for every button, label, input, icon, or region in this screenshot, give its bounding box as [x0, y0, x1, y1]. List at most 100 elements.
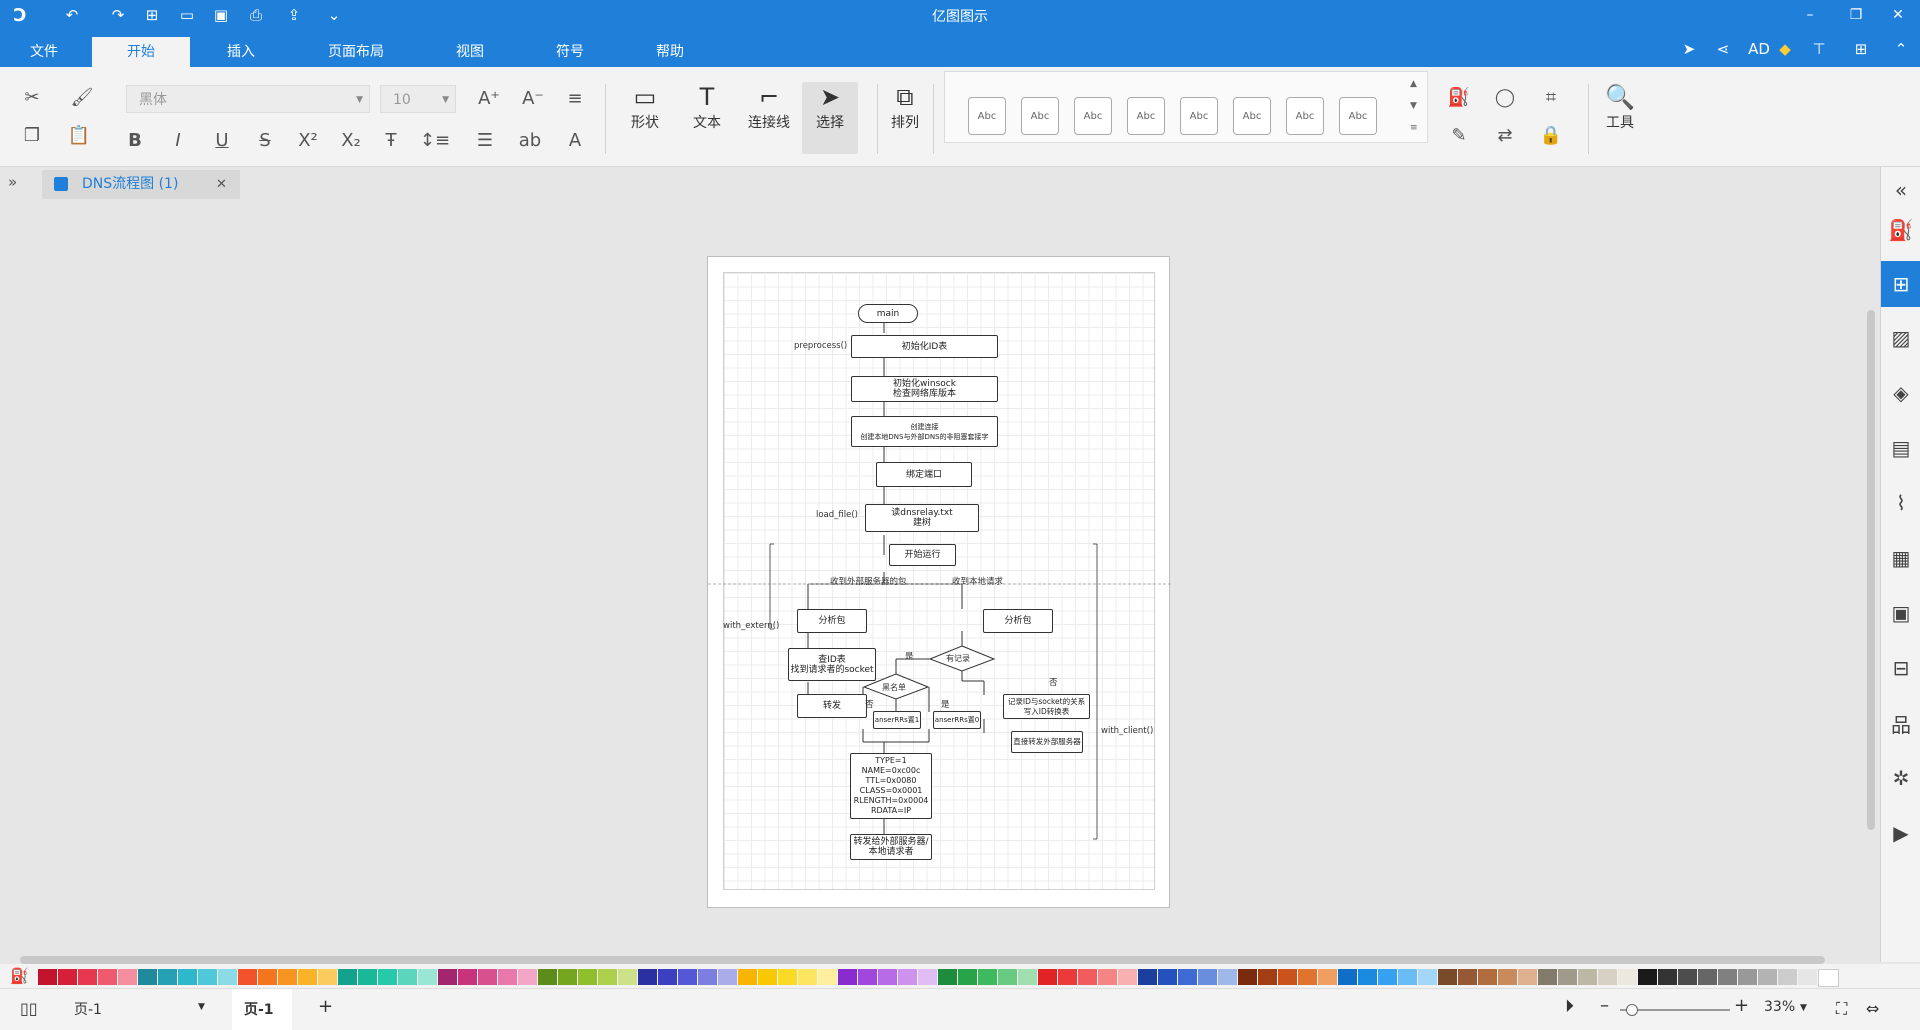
color-swatch[interactable]	[958, 969, 977, 985]
zoom-slider-handle[interactable]	[1626, 1004, 1638, 1016]
color-swatch[interactable]	[798, 969, 817, 985]
apps-grid-icon[interactable]: ⊞	[1854, 39, 1868, 58]
menu-file[interactable]: 文件	[30, 44, 58, 60]
color-swatch[interactable]	[1498, 969, 1517, 985]
table-panel-icon[interactable]: ▦	[1891, 546, 1911, 570]
record-id-node[interactable]: 记录ID与socket的关系 写入ID转换表	[1003, 694, 1090, 719]
page-select[interactable]: 页-1▼	[74, 999, 206, 1019]
line-style-icon[interactable]: ⇄	[1497, 124, 1513, 146]
open-folder-icon[interactable]: ▭	[179, 6, 195, 24]
blacklist-decision[interactable]: 黑名单	[882, 683, 906, 692]
color-swatch[interactable]	[1778, 969, 1797, 985]
read-file-node[interactable]: 读dnsrelay.txt 建树	[865, 504, 979, 532]
color-swatch[interactable]	[1438, 969, 1457, 985]
symbols-panel-icon[interactable]: ⊞	[1881, 261, 1920, 307]
menu-help[interactable]: 帮助	[656, 44, 684, 60]
gallery-scroll-icon[interactable]: ▲▼≡	[1410, 79, 1418, 133]
redo-icon[interactable]: ↷	[111, 6, 125, 24]
color-swatch[interactable]	[1418, 969, 1437, 985]
color-swatch[interactable]	[318, 969, 337, 985]
color-swatch[interactable]	[438, 969, 457, 985]
color-swatch[interactable]	[1738, 969, 1757, 985]
color-swatch[interactable]	[1298, 969, 1317, 985]
paste-icon[interactable]: 📋	[67, 124, 91, 146]
style-preset[interactable]: Abc	[1180, 97, 1218, 135]
menu-home[interactable]: 开始	[92, 37, 190, 67]
color-swatch[interactable]	[238, 969, 257, 985]
color-swatch[interactable]	[1218, 969, 1237, 985]
init-id-table-node[interactable]: 初始化ID表	[851, 335, 998, 358]
color-swatch[interactable]	[738, 969, 757, 985]
export-icon[interactable]: ⇪	[287, 6, 301, 24]
page-panel-icon[interactable]: ▤	[1891, 436, 1911, 460]
color-swatch[interactable]	[138, 969, 157, 985]
color-swatch[interactable]	[678, 969, 697, 985]
color-swatch[interactable]	[1518, 969, 1537, 985]
mindmap-panel-icon[interactable]: ✲	[1892, 766, 1910, 790]
subscript-icon[interactable]: X₂	[341, 129, 361, 151]
color-swatch[interactable]	[658, 969, 677, 985]
tools-menu[interactable]: 🔍工具	[1592, 82, 1648, 132]
zoom-slider[interactable]	[1620, 1009, 1730, 1011]
color-swatch[interactable]	[1618, 969, 1637, 985]
bind-port-node[interactable]: 绑定端口	[876, 462, 972, 487]
style-preset[interactable]: Abc	[1074, 97, 1112, 135]
answer-rrs-0-node[interactable]: anserRRs置0	[933, 711, 981, 729]
color-swatch[interactable]	[1538, 969, 1557, 985]
color-swatch[interactable]	[458, 969, 477, 985]
color-swatch[interactable]	[278, 969, 297, 985]
crop-icon[interactable]: ⌗	[1545, 86, 1557, 108]
color-swatch[interactable]	[518, 969, 537, 985]
color-swatch[interactable]	[718, 969, 737, 985]
color-swatch[interactable]	[1718, 969, 1737, 985]
lock-icon[interactable]: 🔒	[1539, 124, 1563, 146]
color-swatch[interactable]	[1098, 969, 1117, 985]
underline-icon[interactable]: U	[215, 129, 229, 151]
connector-tool[interactable]: ⌐连接线	[741, 82, 797, 132]
page-tab[interactable]: 页-1	[232, 989, 292, 1030]
style-preset[interactable]: Abc	[1021, 97, 1059, 135]
minimize-icon[interactable]: –	[1806, 7, 1814, 23]
start-node-main[interactable]: main	[858, 304, 918, 323]
color-swatch[interactable]	[1258, 969, 1277, 985]
color-swatch[interactable]	[1198, 969, 1217, 985]
fit-width-icon[interactable]: ⇔	[1866, 999, 1880, 1018]
color-swatch[interactable]	[1118, 969, 1137, 985]
lookup-id-table-node[interactable]: 查ID表 找到请求者的socket	[788, 648, 876, 681]
color-swatch[interactable]	[878, 969, 897, 985]
new-file-icon[interactable]: ⊞	[145, 6, 159, 24]
color-swatch[interactable]	[838, 969, 857, 985]
color-swatch[interactable]	[758, 969, 777, 985]
color-swatch[interactable]	[858, 969, 877, 985]
color-swatch[interactable]	[478, 969, 497, 985]
color-swatch[interactable]	[378, 969, 397, 985]
menu-view[interactable]: 视图	[456, 44, 484, 60]
color-swatch[interactable]	[158, 969, 177, 985]
pen-icon[interactable]: ✎	[1451, 124, 1467, 146]
shape-outline-icon[interactable]: ◯	[1494, 86, 1516, 108]
style-preset[interactable]: Abc	[1286, 97, 1324, 135]
superscript-icon[interactable]: X²	[298, 129, 318, 151]
image-panel-icon[interactable]: ▨	[1891, 326, 1911, 350]
page-list-icon[interactable]: ▯▯	[20, 999, 38, 1018]
send-icon[interactable]: ➤	[1682, 39, 1696, 58]
fill-color-icon[interactable]: ⛽	[10, 967, 29, 985]
resource-record-node[interactable]: TYPE=1 NAME=0xc00c TTL=0x0080 CLASS=0x00…	[850, 753, 932, 819]
color-swatch[interactable]	[1318, 969, 1337, 985]
color-swatch[interactable]	[538, 969, 557, 985]
color-swatch[interactable]	[1758, 969, 1777, 985]
zoom-dropdown-icon[interactable]: ▼	[1800, 1003, 1807, 1013]
style-preset[interactable]: Abc	[1127, 97, 1165, 135]
menu-insert[interactable]: 插入	[227, 44, 255, 60]
font-size-select[interactable]: 10▼	[380, 85, 456, 113]
share-icon[interactable]: ⋖	[1716, 39, 1730, 58]
print-icon[interactable]: ⎙	[249, 6, 262, 24]
color-swatch[interactable]	[1658, 969, 1677, 985]
menu-page-layout[interactable]: 页面布局	[328, 44, 384, 60]
close-icon[interactable]: ✕	[1892, 7, 1904, 23]
decrease-font-icon[interactable]: A⁻	[522, 87, 544, 109]
color-swatch[interactable]	[118, 969, 137, 985]
color-swatch[interactable]	[1158, 969, 1177, 985]
final-forward-node[interactable]: 转发给外部服务器/ 本地请求者	[850, 834, 932, 860]
